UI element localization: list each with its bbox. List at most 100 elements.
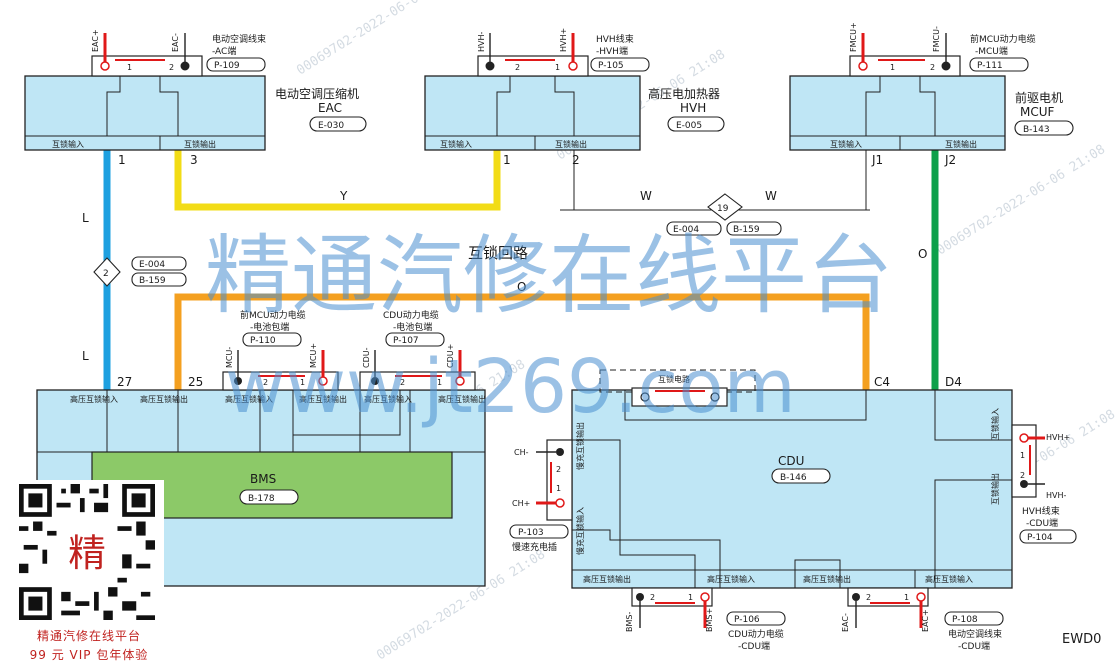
cdu-top-label: 互锁电路 [658,374,690,384]
eac-ref: E-030 [318,121,344,131]
p103-n2: 1 [556,484,561,493]
splice-19-diamond [707,193,743,221]
p108-sub: -CDU端 [958,640,990,652]
cdu-name: CDU [778,454,804,468]
p105-pin-right: HVH+ [559,28,568,52]
wire-label-w-right: W [765,189,777,203]
p104-ref-badge [1019,529,1077,544]
p110-ref: P-110 [250,336,276,346]
eac-internal-loop-right [159,76,179,136]
wire-label-l-top: L [82,211,89,225]
splice-19-ref-2: B-159 [733,225,760,235]
p108-pin1-terminal [916,592,926,602]
component-hvh: 互锁输入 互锁输出 1 2 高压电加热器 HVH E-005 [424,75,725,167]
bms-pin27: 27 [117,375,132,389]
bms-slot-label-2: 高压互锁输出 [140,394,188,404]
p111-ref-badge [969,57,1029,72]
eac-pin1-label: 互锁输入 [52,139,84,149]
loop-title: 互锁回路 [468,244,528,262]
eac-name: 电动空调压缩机 [275,86,359,101]
p103-n1: 2 [556,465,561,474]
hvh-internal-loop-right [554,76,575,136]
cdu-pin-c4: C4 [874,375,890,389]
cdu-bottom-label-4: 高压互锁输入 [925,574,973,584]
cdu-internal-d4 [934,390,1012,441]
connector-p107: 2 1 CDU- CDU+ CDU动力电缆 -电池包端 P-107 [359,309,476,391]
promo-qr-block: 精 精通汽修在线平台 99 元 VIP 包年体验 [14,480,164,668]
p106-n2: 1 [688,593,693,602]
page-code: EWD0 [1062,632,1101,647]
eac-pin1-number: 1 [118,153,126,167]
p111-pin-left: FMCU+ [849,22,858,52]
wire-label-l-bottom: L [82,349,89,363]
qr-code-image: 精 [19,484,155,620]
cdu-top-pin-left [640,392,650,402]
p105-n2: 1 [555,63,560,72]
splice-2: 2 E-004 B-159 [93,256,187,287]
connector-p108: 2 1 EAC- EAC+ P-108 电动空调线束 -CDU端 [841,587,1004,652]
p108-pin2-terminal [852,593,860,601]
diag-watermark-1: 00069702-2022-06-06 21:08 [294,0,468,78]
bms-slot-label-1: 高压互锁输入 [70,394,118,404]
p106-pin-right: BMS+ [705,608,714,632]
p111-ref: P-111 [977,61,1003,71]
p109-ref-badge [206,57,266,72]
p107-n1: 2 [400,378,405,387]
p107-body [359,371,476,391]
component-eac: 互锁输入 互锁输出 1 3 电动空调压缩机 EAC E-030 [24,75,367,167]
p107-ref-badge [385,332,445,347]
mcuf-pinj2-number: J2 [944,153,956,167]
p105-ref: P-105 [598,61,624,71]
p105-pin-left: HVH- [477,31,486,52]
splice-2-ref-2: B-159 [139,276,166,286]
p103-ref-badge [509,524,569,539]
p103-ref: P-103 [518,528,544,538]
bms-ref: B-178 [248,494,275,504]
p111-n1: 1 [890,63,895,72]
hvh-ref: E-005 [676,121,702,131]
wire-orange-o [174,293,870,390]
p104-n2: 2 [1020,471,1025,480]
splice-2-ref-1: E-004 [139,260,165,270]
cdu-left-label-1: 慢充互锁输出 [575,422,585,470]
p104-pin2-terminal [1020,480,1028,488]
eac-code: EAC [318,101,342,115]
hvh-code: HVH [680,101,706,115]
mcuf-code: MCUF [1020,105,1055,119]
splice-2-number: 2 [103,269,109,279]
p108-n2: 1 [904,593,909,602]
p110-pin2-terminal [234,377,242,385]
cdu-top-connector [631,387,728,407]
p105-title: HVH线束 [596,33,634,45]
cdu-internal-c4 [624,390,867,421]
bms-slot-label-4: 高压互锁输出 [299,394,347,404]
mcuf-name: 前驱电机 [1015,90,1063,105]
hvh-pin2-number: 2 [572,153,580,167]
p104-pin1-terminal [1019,433,1029,443]
promo-line-2: 99 元 VIP 包年体验 [29,648,149,662]
p103-pin2-terminal [556,448,564,456]
cdu-top-pin-right [710,392,720,402]
p103-pin-bottom: CH+ [512,499,530,508]
p109-pin2-terminal [180,61,190,71]
splice-19-number: 19 [717,204,729,214]
cdu-internal-right-out [934,479,1012,588]
p110-pin-right: MCU+ [309,343,318,368]
splice-19-ref-1: E-004 [673,225,699,235]
p109-pin1-terminal [100,61,110,71]
p103-title: 慢速充电插 [512,541,557,553]
p111-pin2-terminal [941,61,951,71]
p108-title: 电动空调线束 [948,628,1002,640]
p109-n1: 1 [127,63,132,72]
mcuf-box [789,75,1006,151]
p111-pin-right: FMCU- [932,26,941,52]
mcuf-pinj1-label: 互锁输入 [830,139,862,149]
hvh-pin2-label: 互锁输出 [555,139,587,149]
diag-watermark-3: 00069702-2022-06-06 21:08 [934,142,1108,258]
p106-pin2-terminal [636,593,644,601]
p106-body [631,587,713,607]
p108-n1: 2 [866,593,871,602]
p110-ref-badge [242,332,302,347]
cdu-bottom-label-2: 高压互锁输入 [707,574,755,584]
